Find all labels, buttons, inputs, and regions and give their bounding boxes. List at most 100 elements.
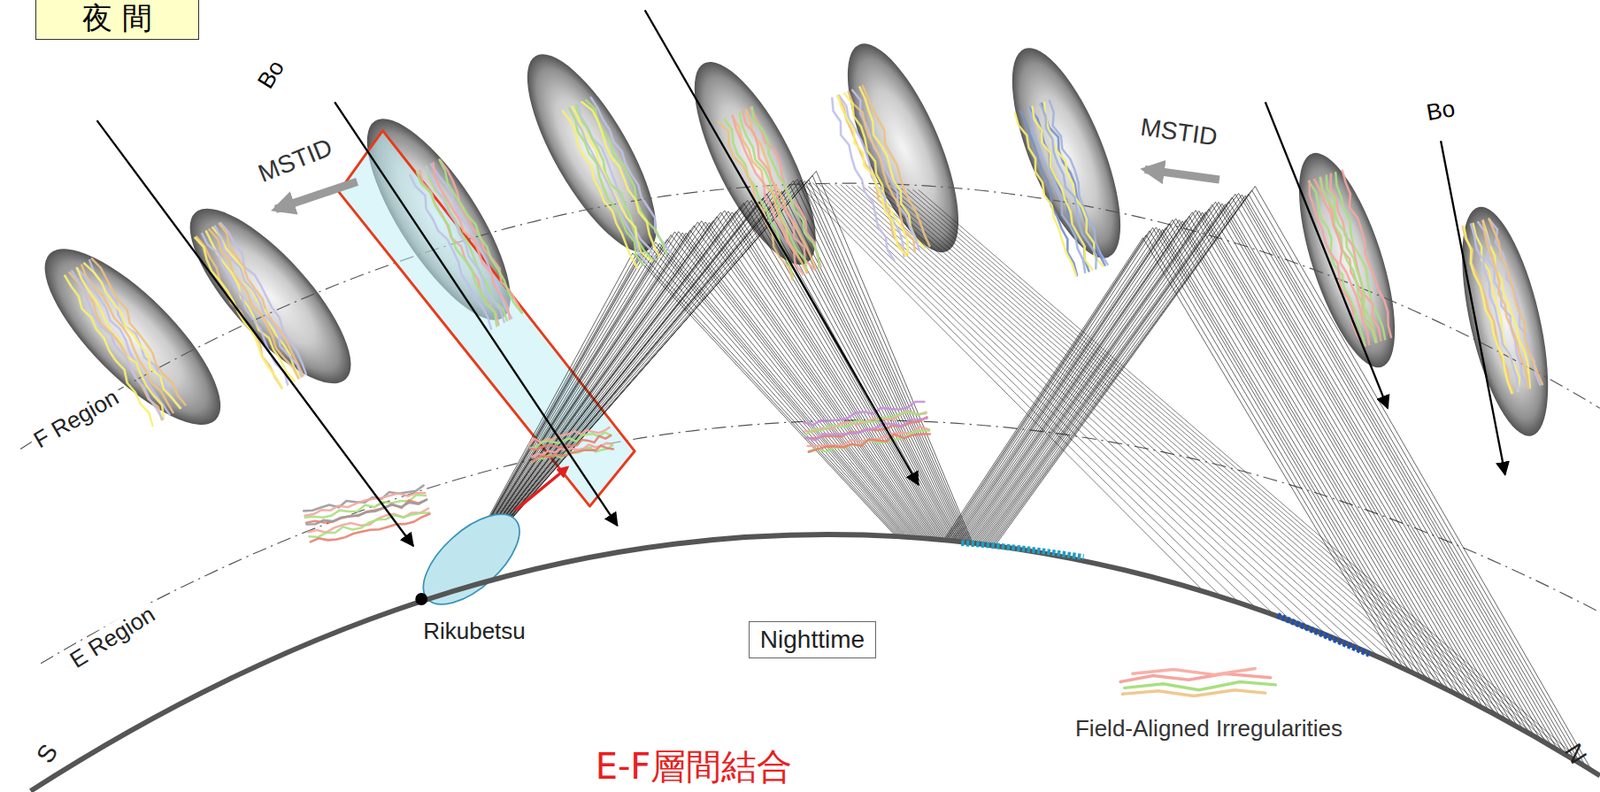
ray-path <box>823 183 1293 622</box>
irregularity-strand <box>838 95 907 255</box>
irregularity-strand <box>1308 181 1366 346</box>
irregularity-strand <box>732 115 804 275</box>
ray-path <box>912 189 1574 761</box>
irregularity-strand <box>731 115 808 273</box>
irregularity-strand <box>430 164 512 319</box>
ray-path <box>812 183 1257 610</box>
ray-path <box>448 191 957 591</box>
ray-path <box>857 185 1399 667</box>
irregularity-strand <box>426 166 508 321</box>
irregularity-strand <box>84 263 180 409</box>
irregularity-strand <box>862 85 931 247</box>
ray-path <box>907 189 1557 750</box>
irregularity-strand <box>1489 219 1543 385</box>
ray-path <box>807 182 1239 603</box>
irregularity-strand <box>750 107 821 267</box>
ray-path <box>964 215 1478 706</box>
ray-path <box>448 175 971 590</box>
irregularity-strand <box>81 265 173 414</box>
diagram-label: S <box>31 739 64 769</box>
ray-path <box>846 184 1363 651</box>
ray-path <box>448 190 954 591</box>
irregularity-strand <box>724 119 793 279</box>
ray-paths <box>448 170 1592 770</box>
ray-path <box>890 187 1504 719</box>
irregularity-strand <box>572 107 653 262</box>
ray-path <box>993 190 1587 768</box>
irregularity-strand <box>416 171 497 326</box>
field-line <box>645 10 919 485</box>
ray-path <box>901 188 1539 739</box>
irregularity-strand <box>1309 181 1365 347</box>
ray-path <box>994 185 1593 770</box>
field-line <box>1440 140 1506 475</box>
ray-path <box>987 192 1564 754</box>
ray-path <box>448 180 966 591</box>
irregularity-strand <box>569 107 644 265</box>
ray-path <box>960 220 1461 697</box>
ray-path <box>896 188 1522 730</box>
ray-path <box>448 189 955 590</box>
ray-path <box>448 191 958 590</box>
ray-path <box>795 181 1204 592</box>
irregularity-strand <box>201 233 288 385</box>
diagram-label: E Region <box>62 599 163 675</box>
coupling-arrow <box>515 467 568 510</box>
ray-path <box>448 201 947 591</box>
irregularity-strand <box>1029 107 1086 272</box>
ray-path <box>973 208 1512 724</box>
ray-path <box>968 210 1490 712</box>
irregularity-strand <box>576 104 653 261</box>
ground-echo <box>1277 615 1370 654</box>
mstid-arrow <box>275 181 357 209</box>
plasma-disc <box>503 37 680 269</box>
irregularity-strand <box>808 430 930 452</box>
box-text: 夜 間 <box>82 0 153 36</box>
field-line <box>1265 101 1388 408</box>
irregularity-strand <box>208 229 299 378</box>
disc-group <box>21 30 1566 449</box>
ray-path <box>448 170 973 590</box>
irregularity-strand <box>1032 107 1093 270</box>
irregularity-strand <box>306 500 427 525</box>
ray-path <box>448 181 968 591</box>
irregularity-strand <box>848 92 916 253</box>
ray-path <box>981 204 1541 741</box>
swatch-strand <box>1132 668 1255 675</box>
irregularity-strand <box>1314 179 1370 345</box>
ground-echo <box>961 543 1084 558</box>
diagram-label: MSTID <box>1138 114 1220 153</box>
ground-arc <box>30 534 1600 792</box>
label-box: Nighttime <box>748 621 877 659</box>
ray-path <box>978 201 1530 733</box>
swatch-strand <box>1122 690 1265 697</box>
diagram-label: MSTID <box>254 133 337 188</box>
plasma-disc <box>1445 199 1566 444</box>
field-line <box>97 120 414 547</box>
diagram-label: N <box>1559 738 1593 769</box>
irregularity-strand <box>433 162 510 319</box>
ray-path <box>963 220 1473 703</box>
label-box: 夜 間 <box>35 0 200 40</box>
irregularity-strand <box>1020 111 1077 276</box>
irregularity-strand <box>1015 113 1077 276</box>
field-aligned-irregularities <box>64 85 1543 542</box>
irregularity-strand <box>215 226 302 377</box>
ray-path <box>990 195 1575 761</box>
diagram-label: F Region <box>26 382 127 455</box>
ray-path <box>975 204 1518 727</box>
station-dot <box>415 592 428 606</box>
swatch-strand <box>1124 681 1277 690</box>
diagram-label: Bo <box>1424 95 1457 126</box>
plasma-disc <box>166 186 375 406</box>
box-text: Nighttime <box>760 625 865 654</box>
legend-swatch <box>1120 668 1276 696</box>
highlight-box <box>338 130 635 507</box>
irregularity-strand <box>569 107 647 263</box>
irregularity-strand <box>410 175 493 329</box>
ray-path <box>448 193 952 591</box>
irregularity-strand <box>194 238 282 389</box>
irregularity-strand <box>578 103 656 260</box>
